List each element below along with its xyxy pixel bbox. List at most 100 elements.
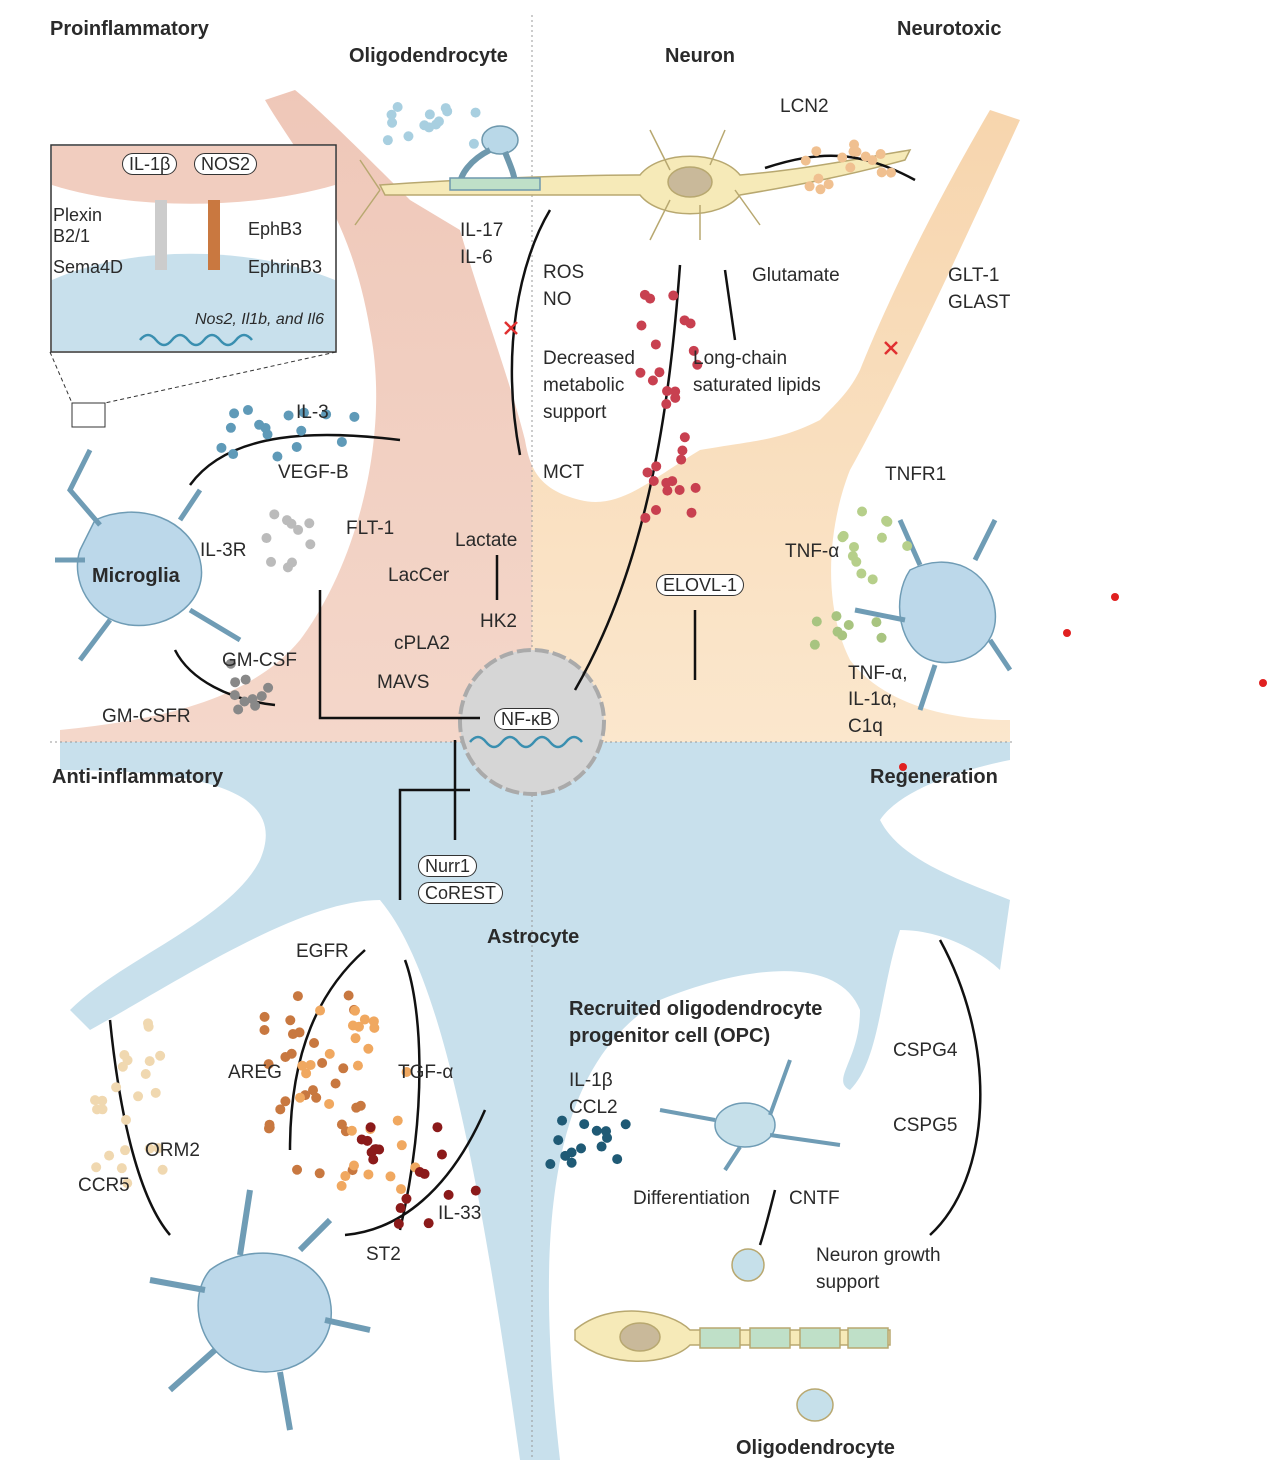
molecule-dot bbox=[837, 152, 848, 163]
molecule-dot bbox=[263, 1059, 274, 1070]
molecule-dot bbox=[882, 516, 893, 527]
molecule-dot bbox=[620, 1119, 631, 1130]
label-tnfa: TNF-α bbox=[785, 541, 840, 562]
molecule-dot bbox=[392, 1115, 403, 1126]
molecule-dot bbox=[309, 1038, 320, 1049]
red-markers bbox=[899, 593, 1267, 771]
molecule-dot bbox=[414, 1166, 425, 1177]
molecule-dot bbox=[259, 1024, 270, 1035]
molecule-dot bbox=[240, 674, 251, 685]
molecule-dot bbox=[662, 485, 673, 496]
molecule-dot bbox=[651, 461, 662, 472]
quadrant-title-anti-inflammatory: Anti-inflammatory bbox=[52, 766, 224, 788]
label-no: NO bbox=[543, 289, 572, 310]
label-c1q: C1q bbox=[848, 716, 883, 737]
molecule-dot bbox=[153, 1143, 164, 1154]
molecule-dot bbox=[395, 1184, 406, 1195]
molecule-dot bbox=[256, 691, 267, 702]
molecule-dot bbox=[317, 1058, 328, 1069]
inset-sema4d: Sema4D bbox=[53, 257, 124, 277]
molecule-dot bbox=[636, 320, 647, 331]
label-ros: ROS bbox=[543, 262, 585, 283]
molecule-dot bbox=[401, 1067, 412, 1078]
cell-label-oligodendrocyte-bottom: Oligodendrocyte bbox=[736, 1437, 895, 1459]
molecule-dot bbox=[280, 1096, 291, 1107]
label-nfkb: NF-κB bbox=[494, 708, 559, 730]
molecule-dot bbox=[876, 167, 887, 178]
molecule-dot bbox=[225, 658, 236, 669]
molecule-dot bbox=[811, 616, 822, 627]
molecule-dot bbox=[692, 359, 703, 370]
molecule-dot bbox=[359, 1014, 370, 1025]
inset-nos2-box: NOS2 bbox=[194, 153, 258, 175]
molecule-dot bbox=[295, 1092, 306, 1103]
label-differentiation: Differentiation bbox=[633, 1188, 750, 1209]
label-tnfr1: TNFR1 bbox=[885, 464, 947, 485]
label-ccl2: CCL2 bbox=[569, 1097, 618, 1118]
molecule-dot bbox=[117, 1061, 128, 1072]
label-cpla2: cPLA2 bbox=[394, 633, 450, 654]
molecule-dot bbox=[304, 518, 315, 529]
molecule-dot bbox=[470, 1185, 481, 1196]
molecule-dot bbox=[305, 1059, 316, 1070]
molecule-dot bbox=[423, 1218, 434, 1229]
molecule-dot bbox=[286, 1048, 297, 1059]
molecule-dot bbox=[133, 1091, 144, 1102]
label-cntf: CNTF bbox=[789, 1188, 840, 1209]
molecule-dot bbox=[591, 1125, 602, 1136]
molecule-dot bbox=[269, 509, 280, 520]
molecule-dot bbox=[442, 106, 453, 117]
label-il1a: IL-1α, bbox=[848, 689, 898, 710]
molecule-dot bbox=[293, 524, 304, 535]
molecule-dot bbox=[851, 556, 862, 567]
molecule-dot bbox=[362, 1135, 373, 1146]
microglia-cell-bottom bbox=[149, 1189, 371, 1431]
inset-il1b-box: IL-1β bbox=[122, 153, 178, 175]
cell-label-oligodendrocyte: Oligodendrocyte bbox=[349, 45, 508, 67]
molecule-dot bbox=[685, 318, 696, 329]
inset-plexin-line1: Plexin bbox=[53, 205, 103, 225]
molecule-dot bbox=[330, 1078, 341, 1089]
molecule-dot bbox=[837, 630, 848, 641]
molecule-dot bbox=[292, 1164, 303, 1175]
molecule-dot bbox=[688, 345, 699, 356]
molecule-dot bbox=[242, 405, 253, 416]
molecule-dot bbox=[315, 1005, 326, 1016]
molecule-dot bbox=[228, 449, 239, 460]
label-lcn2: LCN2 bbox=[780, 96, 829, 117]
opc-cell bbox=[659, 1059, 841, 1172]
molecule-dot bbox=[285, 1015, 296, 1026]
molecule-dot bbox=[867, 155, 878, 166]
molecule-dot bbox=[690, 482, 701, 493]
molecule-dot bbox=[365, 1122, 376, 1133]
label-decreased-1: Decreased bbox=[543, 348, 635, 369]
molecule-dot bbox=[225, 422, 236, 433]
molecule-dot bbox=[661, 399, 672, 410]
molecule-dot bbox=[346, 1125, 357, 1136]
label-growth-1: Neuron growth bbox=[816, 1245, 941, 1266]
molecule-dot bbox=[662, 386, 673, 397]
molecule-dot bbox=[431, 119, 442, 130]
molecule-dot bbox=[336, 436, 347, 447]
label-lipids-2: saturated lipids bbox=[693, 375, 821, 396]
molecule-dot bbox=[229, 408, 240, 419]
molecule-dot bbox=[612, 1154, 623, 1165]
label-laccer: LacCer bbox=[388, 565, 450, 586]
label-tgfa: TGF-α bbox=[398, 1062, 454, 1083]
molecule-dot bbox=[875, 149, 886, 160]
molecule-dot bbox=[654, 367, 665, 378]
molecule-dot bbox=[419, 120, 430, 131]
molecule-dot bbox=[140, 1068, 151, 1079]
molecule-dot bbox=[642, 467, 653, 478]
label-gmcsfr: GM-CSFR bbox=[102, 706, 191, 727]
molecule-dot bbox=[247, 694, 258, 705]
molecule-dot bbox=[403, 131, 414, 142]
molecule-dot bbox=[845, 162, 856, 173]
label-il6: IL-6 bbox=[460, 247, 493, 268]
molecule-dot bbox=[651, 504, 662, 515]
label-mavs: MAVS bbox=[377, 672, 430, 693]
molecule-dot bbox=[104, 1150, 115, 1161]
molecule-dot bbox=[116, 1163, 127, 1174]
label-mct: MCT bbox=[543, 462, 585, 483]
molecule-dot bbox=[349, 411, 360, 422]
